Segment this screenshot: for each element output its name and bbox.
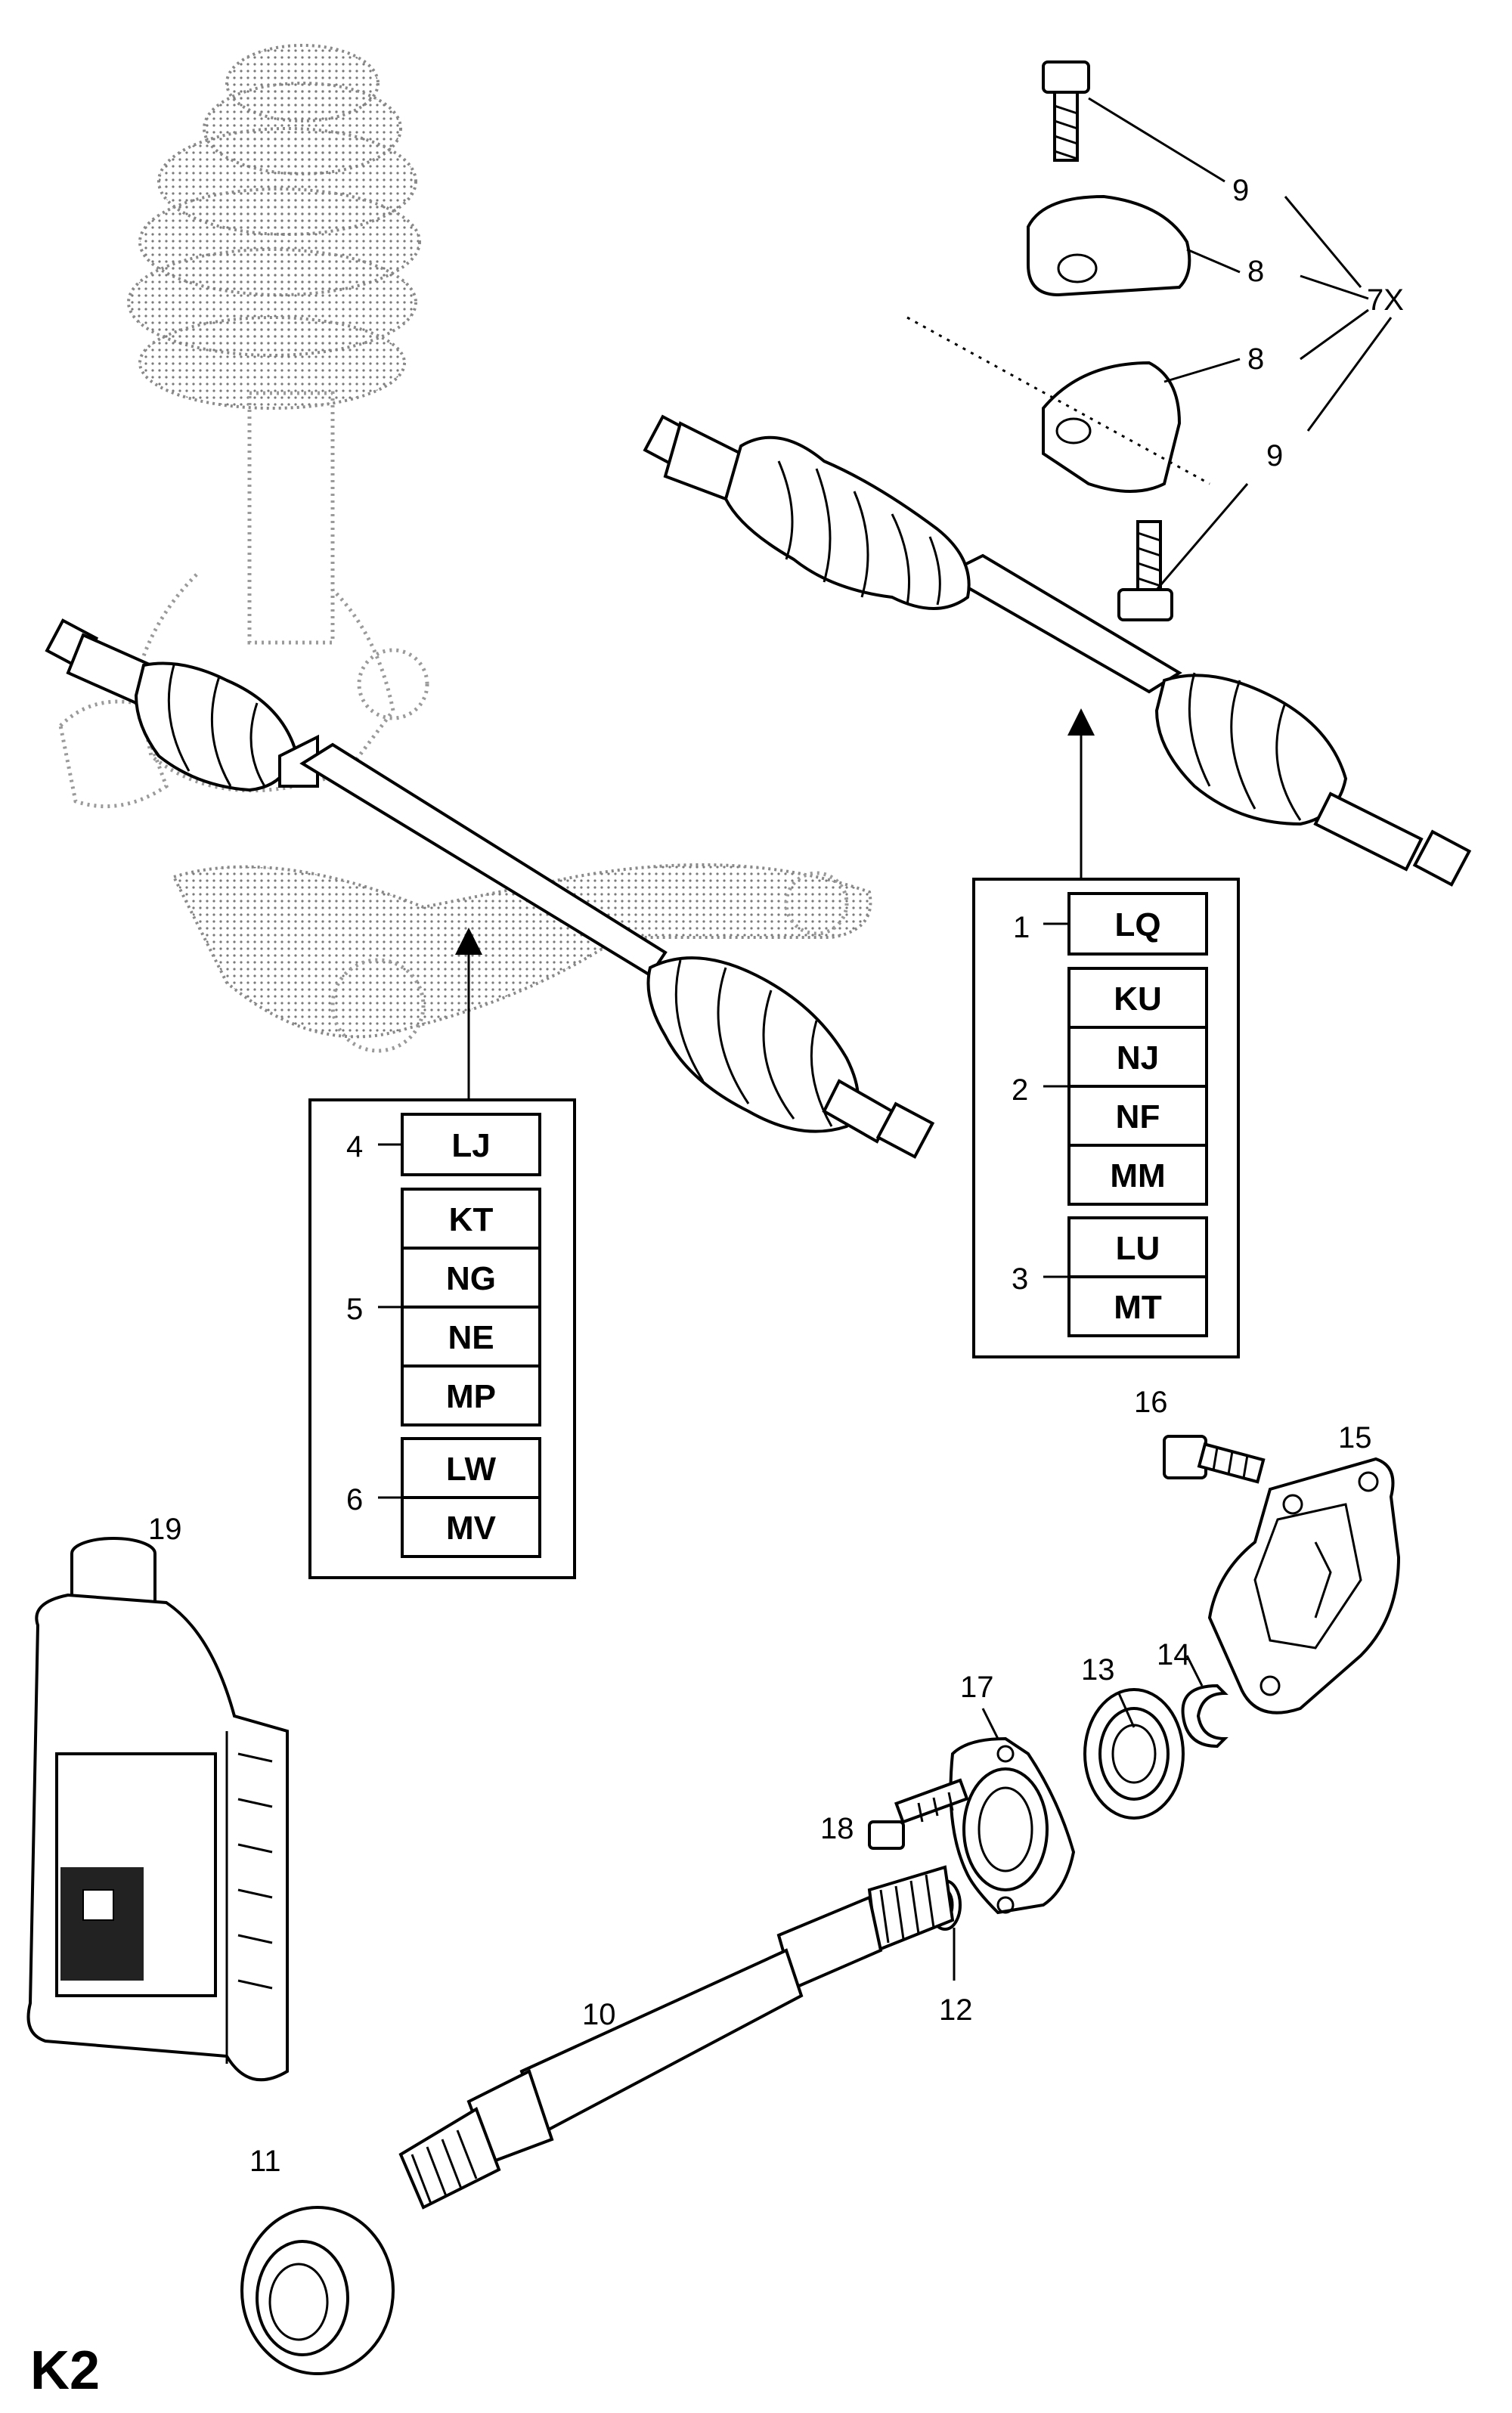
code-ng: NG: [446, 1260, 496, 1297]
callout-8-lower: 8: [1247, 342, 1264, 376]
bearing-13: [1083, 1688, 1185, 1820]
callout-18: 18: [820, 1812, 854, 1845]
code-mv: MV: [446, 1510, 497, 1547]
code-mt: MT: [1114, 1289, 1162, 1326]
background-suspension-strut: [58, 44, 872, 1053]
code-lq: LQ: [1114, 906, 1160, 943]
lower-clamp-8: [1042, 361, 1182, 493]
code-mp: MP: [446, 1378, 496, 1415]
upper-bolt-9: [1042, 60, 1090, 162]
callout-14: 14: [1157, 1638, 1191, 1671]
drive-shaft-lower: [45, 618, 935, 1159]
callout-9-lower: 9: [1266, 439, 1283, 472]
right-variant-table: [972, 878, 1240, 1358]
callout-12: 12: [939, 1993, 973, 2027]
callout-3: 3: [1012, 1262, 1028, 1296]
bolt-16: [1163, 1435, 1266, 1484]
seal-11: [240, 2206, 395, 2375]
oil-bottle-19: [26, 1537, 289, 2082]
gasket-15: [1207, 1457, 1401, 1714]
callout-11: 11: [249, 2145, 281, 2178]
callout-17: 17: [960, 1671, 994, 1704]
code-nj: NJ: [1117, 1039, 1159, 1076]
code-ku: KU: [1114, 980, 1162, 1018]
code-lu: LU: [1116, 1230, 1160, 1267]
circlip-14: [1181, 1684, 1228, 1749]
bolt-18: [868, 1778, 969, 1850]
callout-16: 16: [1134, 1386, 1168, 1419]
callout-8-upper: 8: [1247, 255, 1264, 288]
callout-10: 10: [582, 1998, 616, 2031]
code-ne: NE: [448, 1319, 494, 1356]
callout-4: 4: [346, 1130, 363, 1163]
intermediate-shaft-10: [398, 1865, 955, 2210]
code-mm: MM: [1110, 1157, 1165, 1194]
callout-13: 13: [1081, 1653, 1115, 1687]
callout-5: 5: [346, 1293, 363, 1326]
page-code: K2: [30, 2340, 100, 2401]
callout-2: 2: [1012, 1073, 1028, 1107]
lower-bolt-9: [1117, 520, 1173, 621]
drive-shaft-upper: [643, 414, 1472, 887]
code-nf: NF: [1116, 1098, 1160, 1135]
code-kt: KT: [449, 1201, 494, 1238]
callout-19: 19: [148, 1513, 182, 1546]
callout-15: 15: [1338, 1421, 1372, 1454]
bearing-bracket-17: [949, 1736, 1076, 1915]
callout-1: 1: [1013, 911, 1030, 944]
left-variant-table: [308, 1098, 576, 1579]
code-lj: LJ: [451, 1127, 490, 1164]
callout-6: 6: [346, 1483, 363, 1516]
upper-clamp-8: [1027, 194, 1191, 297]
callout-7x: 7X: [1367, 283, 1404, 317]
callout-9-upper: 9: [1232, 174, 1249, 207]
code-lw: LW: [446, 1451, 496, 1488]
